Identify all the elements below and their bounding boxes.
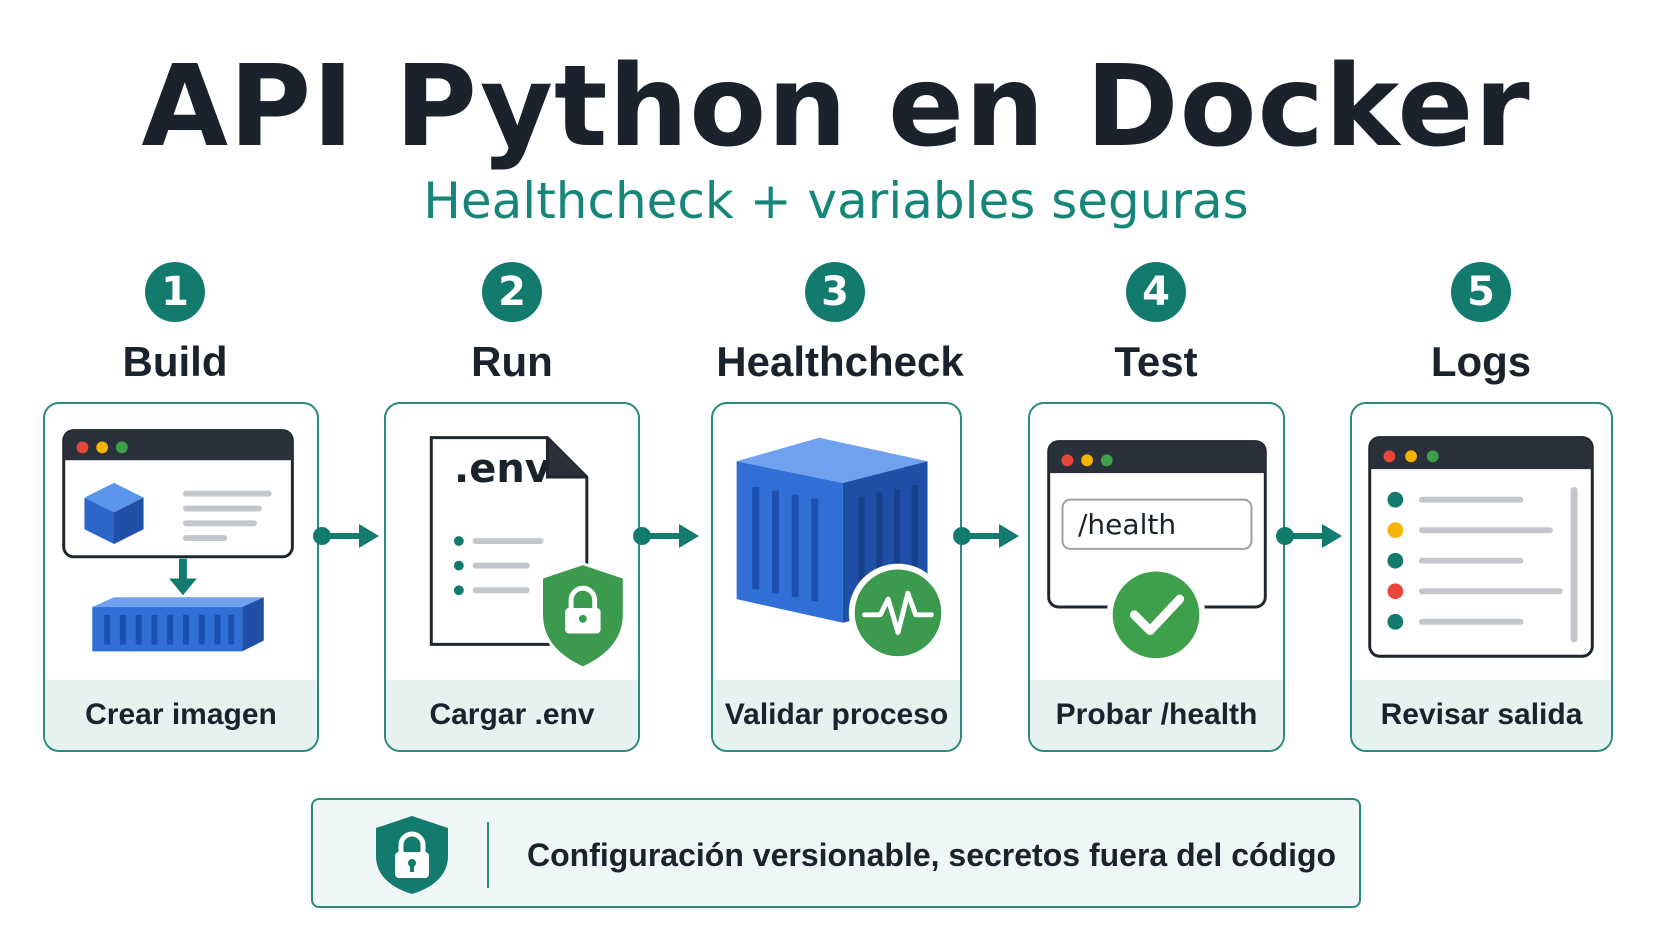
healthcheck-illustration <box>736 437 948 663</box>
card-healthcheck: Validar proceso <box>711 402 962 752</box>
log-lines <box>1387 486 1578 643</box>
caption-healthcheck: Validar proceso <box>713 680 960 750</box>
caption-logs: Revisar salida <box>1352 680 1611 750</box>
card-run: .env Cargar .env <box>384 402 640 752</box>
banner-divider <box>487 822 489 888</box>
step-number-2: 2 <box>482 262 542 322</box>
caption-build: Crear imagen <box>45 680 317 750</box>
step-title-run: Run <box>471 338 553 385</box>
scrollbar <box>1570 486 1578 643</box>
card-logs: Revisar salida <box>1350 402 1613 752</box>
heartbeat-icon <box>848 563 948 663</box>
check-icon <box>1106 565 1206 665</box>
arrow-right-icon <box>633 524 699 548</box>
page-title: API Python en Docker <box>141 42 1531 172</box>
build-illustration <box>62 429 294 652</box>
arrow-right-icon <box>1276 524 1342 548</box>
banner-text: Configuración versionable, secretos fuer… <box>527 836 1337 873</box>
browser-window-icon <box>1368 436 1594 658</box>
container-icon <box>736 437 928 623</box>
step-number-1: 1 <box>145 262 205 322</box>
step-title-build: Build <box>122 338 228 385</box>
step-title-logs: Logs <box>1430 338 1532 385</box>
step-number-5: 5 <box>1451 262 1511 322</box>
step-title-test: Test <box>1114 338 1198 385</box>
arrow-right-icon <box>313 524 379 548</box>
browser-window-icon <box>1047 440 1267 609</box>
shield-lock-icon <box>376 816 448 894</box>
caption-test: Probar /health <box>1030 680 1283 750</box>
arrow-down-icon <box>169 558 197 596</box>
run-illustration <box>429 436 626 670</box>
page-subtitle: Healthcheck + variables seguras <box>423 172 1249 230</box>
test-illustration <box>1047 440 1267 665</box>
step-number-4: 4 <box>1126 262 1186 322</box>
step-title-healthcheck: Healthcheck <box>716 338 964 385</box>
card-test: /health Probar /health <box>1028 402 1285 752</box>
logs-illustration <box>1368 436 1594 658</box>
footer-banner: Configuración versionable, secretos fuer… <box>311 798 1361 908</box>
step-number-3: 3 <box>805 262 865 322</box>
caption-run: Cargar .env <box>386 680 638 750</box>
file-label: .env <box>454 446 551 492</box>
card-build: Crear imagen <box>43 402 319 752</box>
arrow-right-icon <box>953 524 1019 548</box>
url-field: /health <box>1078 508 1177 541</box>
container-icon <box>92 597 264 652</box>
shield-lock-icon <box>540 562 626 670</box>
